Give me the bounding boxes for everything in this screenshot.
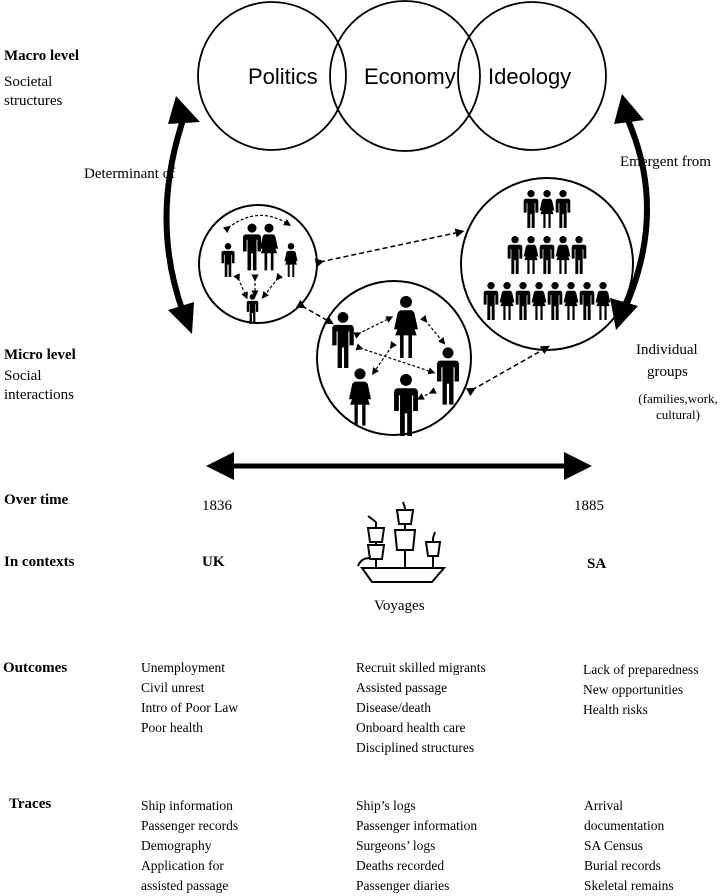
macro-level-title: Macro level bbox=[4, 48, 80, 64]
family-link bbox=[233, 273, 248, 300]
voyages-label: Voyages bbox=[374, 598, 425, 614]
micro-level-title: Micro level bbox=[4, 347, 76, 363]
list-item: Surgeons’ logs bbox=[356, 838, 436, 853]
list-item: Disciplined structures bbox=[356, 740, 475, 755]
connector-family-network bbox=[295, 299, 334, 325]
emergent-label: Emergent from bbox=[620, 154, 711, 170]
determinant-label: Determinant of bbox=[84, 166, 176, 182]
network-link bbox=[419, 314, 446, 345]
crowd-person bbox=[539, 190, 555, 228]
list-item: Assisted passage bbox=[356, 680, 448, 695]
family-link bbox=[261, 272, 284, 299]
list-item: Burial records bbox=[584, 858, 661, 873]
end-year: 1885 bbox=[574, 498, 604, 514]
venn-circle-economy bbox=[329, 0, 481, 152]
venn-label-economy: Economy bbox=[364, 64, 456, 89]
list-item: Intro of Poor Law bbox=[141, 700, 239, 715]
list-item: Arrival bbox=[584, 798, 623, 813]
crowd-pyramid-icon bbox=[483, 190, 611, 320]
list-item: Civil unrest bbox=[141, 680, 205, 695]
list-item: Lack of preparedness bbox=[583, 662, 699, 677]
list-item: Demography bbox=[141, 838, 212, 853]
crowd-person bbox=[523, 236, 539, 274]
crowd-person bbox=[515, 282, 531, 320]
venn-circle-ideology bbox=[457, 1, 607, 151]
family-icon bbox=[221, 223, 298, 324]
connector-network-crowd bbox=[465, 345, 550, 397]
list-item: Onboard health care bbox=[356, 720, 466, 735]
list-item: Ship information bbox=[141, 798, 233, 813]
outcomes-uk-list: Unemployment Civil unrest Intro of Poor … bbox=[141, 658, 238, 738]
list-item: Application for bbox=[141, 858, 224, 873]
list-item: Ship’s logs bbox=[356, 798, 416, 813]
crowd-person bbox=[507, 236, 523, 274]
list-item: Passenger records bbox=[141, 818, 239, 833]
list-item: SA Census bbox=[584, 838, 643, 853]
context-uk: UK bbox=[202, 554, 225, 570]
list-item: Skeletal remains bbox=[584, 878, 674, 893]
list-item: documentation bbox=[584, 818, 665, 833]
venn-circle-politics bbox=[197, 1, 347, 151]
outcomes-sa-list: Lack of preparedness New opportunities H… bbox=[583, 660, 698, 720]
crowd-person bbox=[563, 282, 579, 320]
list-item: Health risks bbox=[583, 702, 648, 717]
groups-sublabel: cultural) bbox=[655, 407, 701, 422]
venn-label-ideology: Ideology bbox=[488, 64, 572, 89]
groups-label: groups bbox=[647, 364, 688, 380]
crowd-person bbox=[483, 282, 499, 320]
traces-voyages-list: Ship’s logs Passenger information Surgeo… bbox=[356, 796, 477, 896]
ship-icon bbox=[357, 501, 447, 583]
micro-level-sub: interactions bbox=[4, 387, 74, 403]
connector-family-crowd bbox=[314, 228, 465, 268]
crowd-person bbox=[539, 236, 555, 274]
list-item: Passenger diaries bbox=[356, 878, 450, 893]
network-link bbox=[355, 343, 436, 375]
list-item: Poor health bbox=[141, 720, 203, 735]
context-sa: SA bbox=[587, 556, 607, 572]
outcomes-voyages-list: Recruit skilled migrants Assisted passag… bbox=[356, 658, 486, 758]
start-year: 1836 bbox=[202, 498, 232, 514]
determinant-arrow bbox=[163, 119, 186, 314]
micro-level-sub: Social bbox=[4, 368, 42, 384]
traces-sa-list: Arrival documentation SA Census Burial r… bbox=[584, 796, 674, 896]
crowd-person bbox=[555, 236, 571, 274]
list-item: assisted passage bbox=[141, 878, 229, 893]
family-link bbox=[222, 214, 292, 234]
crowd-person bbox=[595, 282, 611, 320]
list-item: Disease/death bbox=[356, 700, 431, 715]
list-item: New opportunities bbox=[583, 682, 684, 697]
groups-label: Individual bbox=[636, 342, 698, 358]
list-item: Unemployment bbox=[141, 660, 225, 675]
network-link bbox=[353, 316, 394, 339]
traces-uk-list: Ship information Passenger records Demog… bbox=[141, 796, 238, 896]
emergent-arrow bbox=[622, 116, 650, 310]
in-contexts-label: In contexts bbox=[4, 554, 75, 570]
list-item: Passenger information bbox=[356, 818, 478, 833]
crowd-person bbox=[499, 282, 515, 320]
crowd-person bbox=[555, 190, 571, 228]
macro-level-sub: structures bbox=[4, 93, 63, 109]
macro-level-sub: Societal bbox=[4, 74, 53, 90]
crowd-person bbox=[523, 190, 539, 228]
list-item: Recruit skilled migrants bbox=[356, 660, 486, 675]
list-item: Deaths recorded bbox=[356, 858, 445, 873]
network-link bbox=[371, 340, 398, 375]
crowd-person bbox=[531, 282, 547, 320]
crowd-person bbox=[547, 282, 563, 320]
traces-label: Traces bbox=[9, 796, 52, 812]
crowd-person bbox=[571, 236, 587, 274]
over-time-label: Over time bbox=[4, 492, 69, 508]
outcomes-label: Outcomes bbox=[3, 660, 68, 676]
network-link bbox=[416, 387, 437, 400]
venn-label-politics: Politics bbox=[248, 64, 318, 89]
people-network-icon bbox=[332, 296, 459, 436]
groups-sublabel: (families,work, bbox=[638, 391, 718, 406]
crowd-person bbox=[579, 282, 595, 320]
